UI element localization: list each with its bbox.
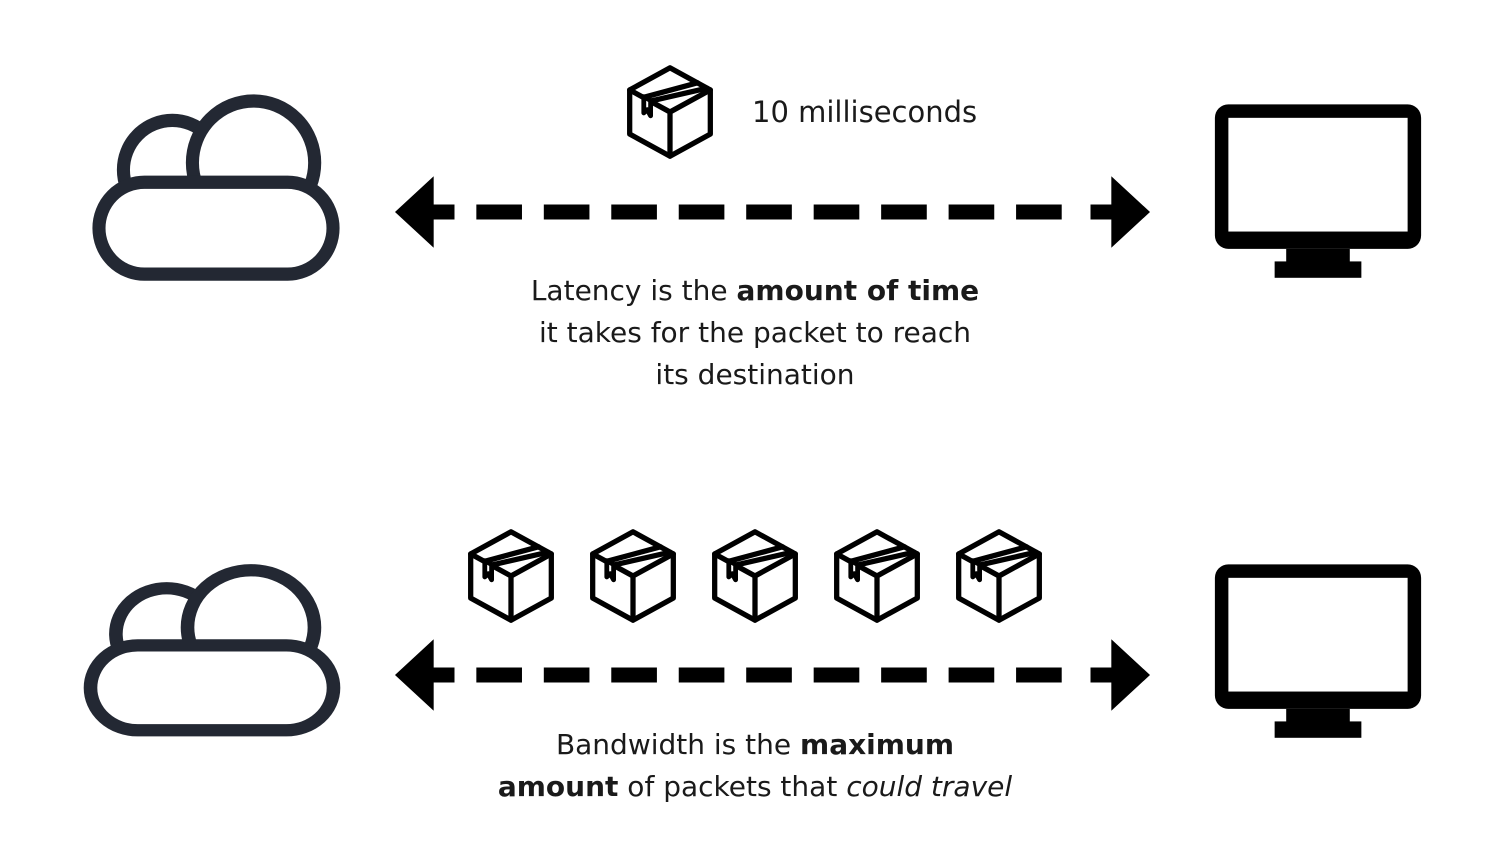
caption-run: could travel xyxy=(846,770,1013,803)
package-icon xyxy=(585,528,681,624)
cloud-icon xyxy=(76,549,348,745)
package-icon xyxy=(707,528,803,624)
package-icon xyxy=(951,528,1047,624)
monitor-icon xyxy=(1212,558,1424,748)
caption-run: it takes for the packet to reach its des… xyxy=(538,316,972,391)
dashed-double-arrow-icon xyxy=(393,635,1152,715)
packet-list xyxy=(463,528,1047,624)
packet-list xyxy=(622,64,718,160)
cloud-icon xyxy=(85,78,347,290)
latency-caption: Latency is the amount of time it takes f… xyxy=(455,270,1055,396)
latency-packet-group: 10 milliseconds xyxy=(622,64,977,160)
package-icon xyxy=(463,528,559,624)
bandwidth-caption: Bandwidth is the maximum amount of packe… xyxy=(455,724,1055,808)
package-icon xyxy=(622,64,718,160)
monitor-icon xyxy=(1212,98,1424,288)
caption-run: amount of time xyxy=(736,274,980,307)
dashed-double-arrow-icon xyxy=(393,172,1152,252)
caption-run: maximum xyxy=(800,728,955,761)
caption-run: Bandwidth is the xyxy=(555,728,801,761)
caption-run: Latency is the xyxy=(530,274,737,307)
caption-run: amount xyxy=(497,770,619,803)
latency-time-label: 10 milliseconds xyxy=(752,95,978,129)
caption-run: of packets that xyxy=(618,770,847,803)
package-icon xyxy=(829,528,925,624)
